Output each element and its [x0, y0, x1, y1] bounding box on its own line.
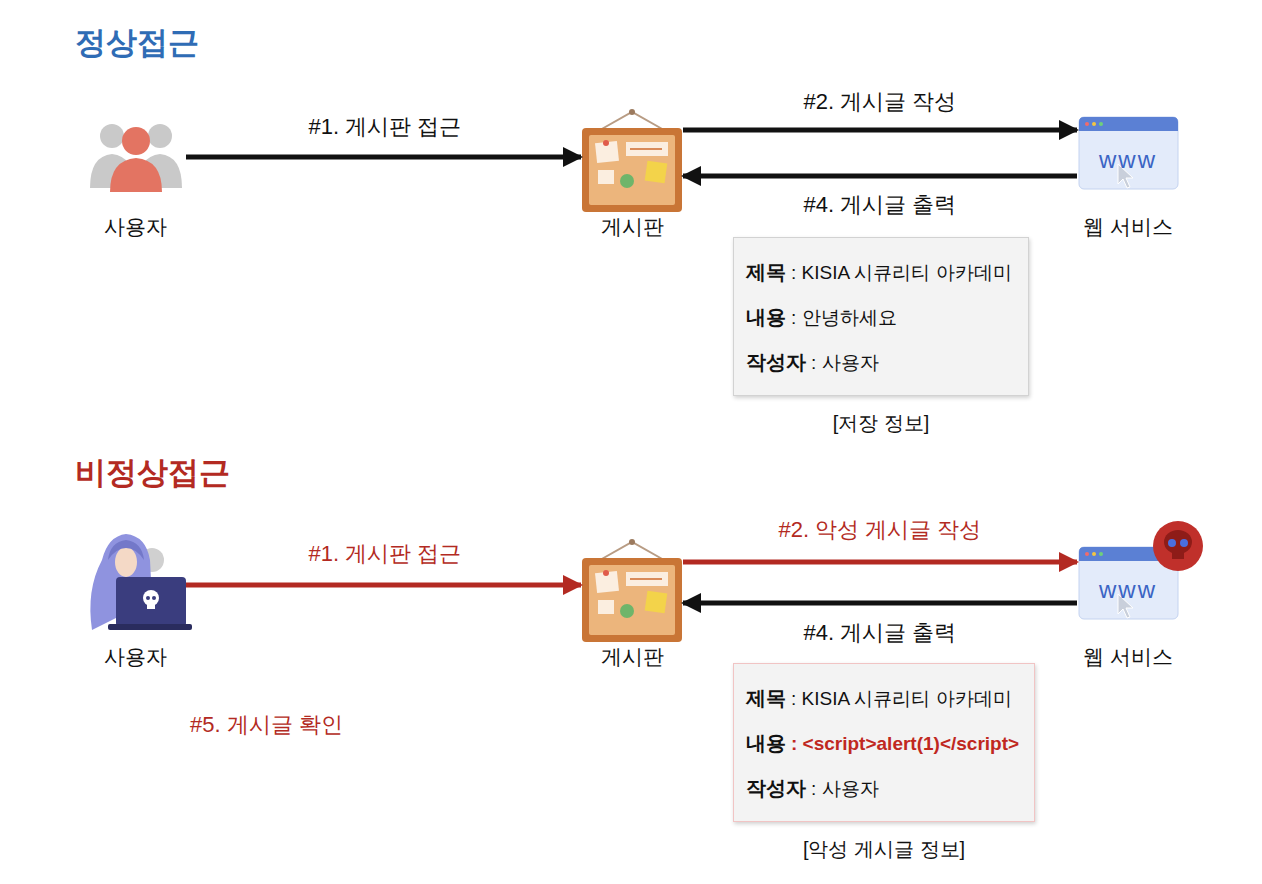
info-row: 제목: KISIA 시큐리티 아카데미	[746, 250, 1014, 295]
post-info-box: 제목: KISIA 시큐리티 아카데미내용: 안녕하세요작성자: 사용자[저장 …	[733, 237, 1029, 437]
flow-arrow	[683, 174, 1077, 179]
field-value: : <script>alert(1)</script>	[791, 733, 1019, 754]
step-label: #5. 게시글 확인	[190, 710, 343, 740]
step-label: #4. 게시글 출력	[804, 618, 957, 648]
web-window-icon	[1079, 117, 1178, 189]
actor-node: 게시판	[582, 118, 682, 241]
step-label: #1. 게시판 접근	[309, 112, 462, 142]
section-heading: 비정상접근	[75, 452, 230, 494]
node-label: 게시판	[552, 643, 712, 671]
board-icon	[582, 109, 682, 212]
field-value: : KISIA 시큐리티 아카데미	[791, 688, 1012, 709]
actor-node: 웹 서비스	[1078, 118, 1178, 241]
field-name: 제목	[746, 687, 786, 709]
icon-text: www	[1099, 146, 1157, 174]
hacker-icon	[90, 534, 192, 630]
field-value: : KISIA 시큐리티 아카데미	[791, 262, 1012, 283]
node-label: 웹 서비스	[1048, 213, 1208, 241]
step-label: #2. 게시글 작성	[804, 87, 957, 117]
flow-arrow	[683, 128, 1077, 133]
node-label: 사용자	[55, 213, 215, 241]
info-row: 내용: <script>alert(1)</script>	[746, 721, 1020, 766]
info-row: 작성자: 사용자	[746, 340, 1014, 385]
field-name: 작성자	[746, 351, 806, 373]
field-name: 내용	[746, 732, 786, 754]
box-caption: [악성 게시글 정보]	[733, 836, 1035, 863]
field-value: : 안녕하세요	[791, 307, 897, 328]
section-heading: 정상접근	[75, 22, 199, 64]
actor-node: 사용자	[85, 118, 185, 241]
field-value: : 사용자	[811, 352, 879, 373]
info-panel: 제목: KISIA 시큐리티 아카데미내용: <script>alert(1)<…	[733, 663, 1035, 822]
step-label: #4. 게시글 출력	[804, 190, 957, 220]
flow-arrow	[683, 560, 1077, 565]
info-row: 작성자: 사용자	[746, 766, 1020, 811]
box-caption: [저장 정보]	[733, 410, 1029, 437]
actor-node: 웹 서비스	[1078, 548, 1178, 671]
actor-node: 사용자	[85, 548, 185, 671]
post-info-box: 제목: KISIA 시큐리티 아카데미내용: <script>alert(1)<…	[733, 663, 1035, 863]
flow-arrow	[186, 155, 581, 160]
node-label: 게시판	[552, 213, 712, 241]
skull-icon	[1153, 521, 1203, 571]
field-name: 내용	[746, 306, 786, 328]
step-label: #1. 게시판 접근	[309, 539, 462, 569]
flow-arrow	[186, 583, 581, 588]
info-row: 제목: KISIA 시큐리티 아카데미	[746, 676, 1020, 721]
field-name: 작성자	[746, 777, 806, 799]
step-label: #2. 악성 게시글 작성	[779, 515, 982, 545]
field-value: : 사용자	[811, 778, 879, 799]
flow-arrow	[683, 601, 1077, 606]
info-row: 내용: 안녕하세요	[746, 295, 1014, 340]
icon-text: www	[1099, 576, 1157, 604]
actor-node: 게시판	[582, 548, 682, 671]
info-panel: 제목: KISIA 시큐리티 아카데미내용: 안녕하세요작성자: 사용자	[733, 237, 1029, 396]
field-name: 제목	[746, 261, 786, 283]
users-icon	[90, 124, 182, 192]
node-label: 사용자	[55, 643, 215, 671]
node-label: 웹 서비스	[1048, 643, 1208, 671]
